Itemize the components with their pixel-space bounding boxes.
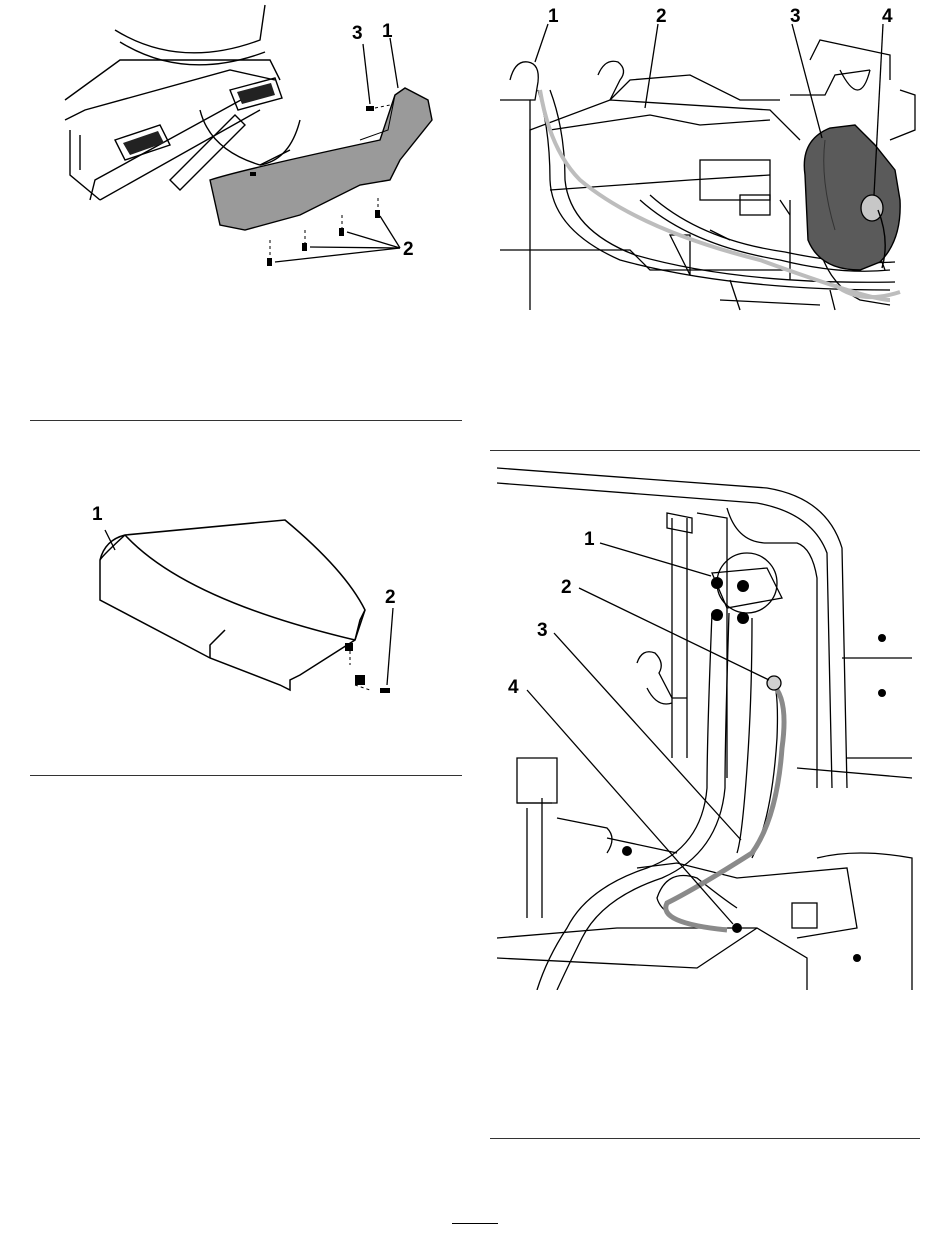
callout-fig-c-1: 1 bbox=[92, 505, 103, 524]
alternator-drawing bbox=[490, 0, 920, 315]
callout-fig-b-4: 4 bbox=[882, 7, 893, 26]
figure-top-cover: 1 2 bbox=[85, 500, 425, 710]
top-cover-drawing bbox=[85, 500, 425, 710]
figure-solenoid-cables: 1 2 3 4 bbox=[497, 458, 917, 990]
section-rule bbox=[30, 420, 462, 421]
callout-fig-d-1: 1 bbox=[584, 530, 595, 549]
callout-fig-a-3: 3 bbox=[352, 24, 363, 43]
figure-alternator: 1 2 3 4 bbox=[490, 0, 920, 315]
solenoid-drawing bbox=[497, 458, 917, 990]
callout-fig-a-2: 2 bbox=[403, 240, 414, 259]
callout-fig-b-2: 2 bbox=[656, 7, 667, 26]
page-number-rule bbox=[452, 1223, 498, 1224]
callout-fig-b-1: 1 bbox=[548, 7, 559, 26]
callout-fig-d-4: 4 bbox=[508, 678, 519, 697]
figure-front-shield: 3 1 2 bbox=[60, 0, 460, 275]
callout-fig-d-2: 2 bbox=[561, 578, 572, 597]
section-rule bbox=[490, 1138, 920, 1139]
front-shield-drawing bbox=[60, 0, 460, 275]
section-rule bbox=[30, 775, 462, 776]
callout-fig-a-1: 1 bbox=[382, 22, 393, 41]
section-rule bbox=[490, 450, 920, 451]
callout-fig-c-2: 2 bbox=[385, 588, 396, 607]
callout-fig-b-3: 3 bbox=[790, 7, 801, 26]
callout-fig-d-3: 3 bbox=[537, 621, 548, 640]
